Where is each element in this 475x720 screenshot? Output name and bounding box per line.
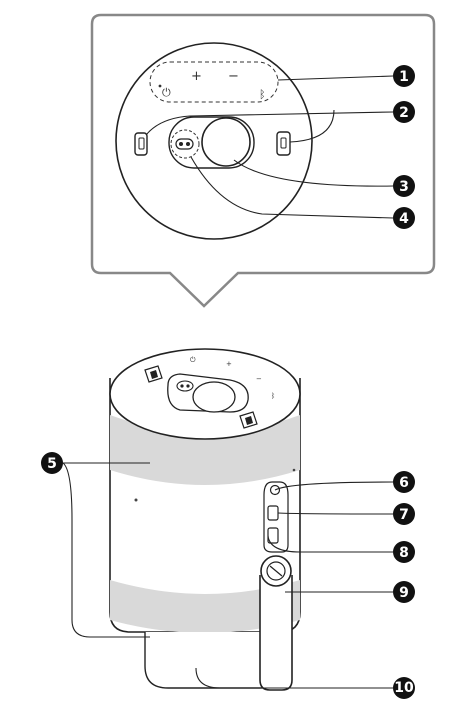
- status-dot: [158, 84, 162, 88]
- callout-1: 1: [393, 65, 415, 87]
- svg-text:5: 5: [47, 456, 57, 472]
- svg-text:8: 8: [399, 545, 409, 561]
- mic-hole: [134, 498, 138, 502]
- leader-lines-bottom: [62, 462, 394, 689]
- top-left-latch: [144, 365, 163, 383]
- callout-8: 8: [393, 541, 415, 563]
- callout-3: 3: [393, 175, 415, 197]
- side-ports: [263, 481, 289, 553]
- plus-icon[interactable]: +: [191, 69, 202, 84]
- callout-7: 7: [393, 503, 415, 525]
- svg-text:6: 6: [399, 475, 409, 491]
- minus-icon[interactable]: −: [228, 69, 239, 84]
- callout-10: 10: [393, 677, 415, 699]
- callout-2: 2: [393, 101, 415, 123]
- svg-text:3: 3: [399, 179, 409, 195]
- sensor-outline: [170, 129, 200, 159]
- svg-text:1: 1: [399, 69, 409, 85]
- svg-text:9: 9: [399, 585, 409, 601]
- callout-4: 4: [393, 207, 415, 229]
- top-symbols: ⏻ + − ᛒ: [190, 356, 275, 400]
- top-lens: [192, 381, 236, 413]
- sensor: [175, 138, 194, 150]
- callout-9: 9: [393, 581, 415, 603]
- svg-text:7: 7: [399, 507, 409, 523]
- top-right-latch: [239, 411, 258, 429]
- leader-lines-top: [145, 75, 394, 219]
- lower-fabric-band: [110, 580, 300, 633]
- projector-lens: [201, 117, 251, 167]
- svg-text:+: +: [226, 360, 232, 368]
- svg-text:−: −: [256, 375, 262, 383]
- svg-text:⏻: ⏻: [190, 356, 196, 364]
- callout-5: 5: [41, 452, 63, 474]
- svg-text:10: 10: [394, 680, 414, 696]
- power-icon[interactable]: ⏻: [162, 86, 171, 99]
- svg-text:ᛒ: ᛒ: [271, 392, 275, 400]
- left-latch: [134, 132, 148, 156]
- control-buttons-outline: [149, 61, 279, 103]
- svg-text:4: 4: [399, 211, 409, 227]
- right-latch: [276, 131, 291, 156]
- svg-text:2: 2: [399, 105, 409, 121]
- bluetooth-icon[interactable]: ᛒ: [259, 88, 266, 101]
- callout-6: 6: [393, 471, 415, 493]
- strap-handle: [259, 575, 293, 691]
